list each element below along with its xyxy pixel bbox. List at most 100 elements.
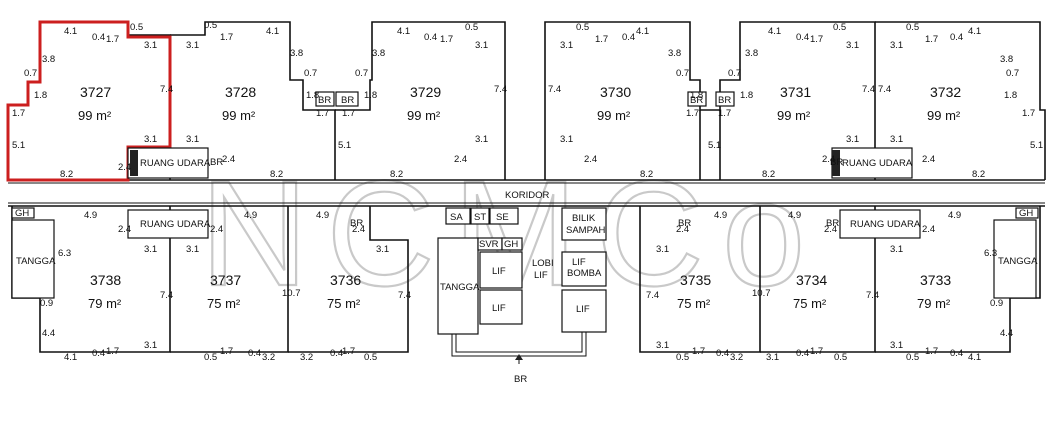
bottom-br-labels: BR BR BR: [350, 218, 839, 229]
bottom-row-walls: [11, 206, 1041, 353]
svg-text:3.1: 3.1: [890, 134, 903, 145]
svg-text:BR: BR: [718, 95, 731, 106]
svg-text:1.7: 1.7: [106, 34, 119, 45]
svg-text:4.4: 4.4: [1000, 328, 1013, 339]
svg-text:4.9: 4.9: [316, 210, 329, 221]
svg-text:GH: GH: [15, 208, 29, 219]
svg-text:0.4: 0.4: [716, 348, 729, 359]
svg-text:TANGGA: TANGGA: [998, 256, 1038, 267]
unit-number: 3732: [930, 84, 961, 100]
svg-text:3.8: 3.8: [42, 54, 55, 65]
svg-text:0.5: 0.5: [906, 22, 919, 33]
svg-text:0.5: 0.5: [204, 20, 217, 31]
unit-area: 75 m²: [207, 296, 241, 311]
svg-text:1.8: 1.8: [306, 90, 319, 101]
svg-text:3.1: 3.1: [186, 40, 199, 51]
svg-text:0.5: 0.5: [465, 22, 478, 33]
svg-text:3.8: 3.8: [1000, 54, 1013, 65]
svg-text:1.7: 1.7: [220, 346, 233, 357]
svg-text:3.2: 3.2: [262, 352, 275, 363]
ruang-udara-top-right: RUANG UDARA: [831, 147, 913, 179]
svg-text:1.7: 1.7: [316, 108, 329, 119]
svg-text:3.1: 3.1: [144, 340, 157, 351]
svg-text:4.4: 4.4: [42, 328, 55, 339]
svg-text:2.4: 2.4: [824, 224, 837, 235]
svg-text:1.8: 1.8: [364, 90, 377, 101]
svg-text:ST: ST: [474, 212, 486, 223]
svg-text:3.1: 3.1: [144, 40, 157, 51]
unit-area: 99 m²: [777, 108, 811, 123]
svg-text:8.2: 8.2: [270, 169, 283, 180]
svg-text:0.5: 0.5: [834, 352, 847, 363]
svg-text:0.4: 0.4: [92, 348, 105, 359]
svg-text:7.4: 7.4: [160, 290, 173, 301]
unit-number: 3738: [90, 272, 121, 288]
svg-text:2.4: 2.4: [922, 154, 935, 165]
svg-text:3.1: 3.1: [890, 40, 903, 51]
unit-3727-highlight[interactable]: [6, 20, 172, 182]
svg-text:0.5: 0.5: [906, 352, 919, 363]
svg-text:0.9: 0.9: [990, 298, 1003, 309]
svg-text:2.4: 2.4: [822, 154, 835, 165]
svg-text:LIF: LIF: [492, 303, 506, 314]
svg-text:BR: BR: [690, 95, 703, 106]
svg-text:4.1: 4.1: [968, 26, 981, 37]
svg-text:4.1: 4.1: [266, 26, 279, 37]
unit-number: 3737: [210, 272, 241, 288]
svg-text:8.2: 8.2: [390, 169, 403, 180]
svg-text:LIF: LIF: [492, 266, 506, 277]
svg-text:4.1: 4.1: [64, 352, 77, 363]
svg-text:0.4: 0.4: [622, 32, 635, 43]
svg-text:1.7: 1.7: [106, 346, 119, 357]
svg-text:1.7: 1.7: [220, 32, 233, 43]
svg-text:8.2: 8.2: [60, 169, 73, 180]
svg-text:2.4: 2.4: [676, 224, 689, 235]
svg-text:1.7: 1.7: [810, 34, 823, 45]
svg-text:6.3: 6.3: [984, 248, 997, 259]
svg-text:1.7: 1.7: [925, 34, 938, 45]
svg-text:LIF: LIF: [576, 304, 590, 315]
svg-text:4.1: 4.1: [397, 26, 410, 37]
svg-text:3.1: 3.1: [475, 134, 488, 145]
svg-text:7.4: 7.4: [866, 290, 879, 301]
svg-text:2.4: 2.4: [118, 162, 131, 173]
svg-text:3.2: 3.2: [730, 352, 743, 363]
ruang-udara-bottom-left: RUANG UDARA: [127, 209, 211, 239]
svg-text:3.2: 3.2: [300, 352, 313, 363]
svg-text:0.7: 0.7: [304, 68, 317, 79]
svg-text:0.4: 0.4: [424, 32, 437, 43]
svg-text:2.4: 2.4: [352, 224, 365, 235]
stair-right: TANGGA GH: [998, 208, 1038, 267]
svg-text:BOMBA: BOMBA: [567, 268, 602, 279]
svg-text:1.8: 1.8: [690, 90, 703, 101]
unit-number: 3731: [780, 84, 811, 100]
unit-area: 75 m²: [793, 296, 827, 311]
top-units: 3727 99 m² 3728 99 m² 3729 99 m² 3730 99…: [78, 84, 961, 123]
unit-number: 3733: [920, 272, 951, 288]
svg-text:1.7: 1.7: [718, 108, 731, 119]
svg-text:4.1: 4.1: [768, 26, 781, 37]
ruang-udara-bottom-right: RUANG UDARA: [839, 209, 921, 239]
svg-text:3.1: 3.1: [560, 134, 573, 145]
svg-text:3.1: 3.1: [656, 340, 669, 351]
unit-number: 3736: [330, 272, 361, 288]
svg-text:4.9: 4.9: [948, 210, 961, 221]
svg-text:1.7: 1.7: [595, 34, 608, 45]
unit-number: 3729: [410, 84, 441, 100]
corridor: KORIDOR: [8, 179, 1045, 207]
svg-text:7.4: 7.4: [862, 84, 875, 95]
bottom-units: 3738 79 m² 3737 75 m² 3736 75 m² 3735 75…: [88, 272, 951, 311]
svg-text:0.5: 0.5: [130, 22, 143, 33]
svg-text:4.9: 4.9: [788, 210, 801, 221]
svg-text:5.1: 5.1: [12, 140, 25, 151]
svg-text:1.8: 1.8: [1004, 90, 1017, 101]
svg-text:2.4: 2.4: [584, 154, 597, 165]
svg-text:5.1: 5.1: [1030, 140, 1043, 151]
svg-text:10.7: 10.7: [282, 288, 301, 299]
svg-text:10.7: 10.7: [752, 288, 771, 299]
svg-text:4.9: 4.9: [244, 210, 257, 221]
svg-text:1.7: 1.7: [12, 108, 25, 119]
svg-text:2.4: 2.4: [210, 224, 223, 235]
svg-text:0.4: 0.4: [950, 348, 963, 359]
svg-text:3.1: 3.1: [144, 244, 157, 255]
